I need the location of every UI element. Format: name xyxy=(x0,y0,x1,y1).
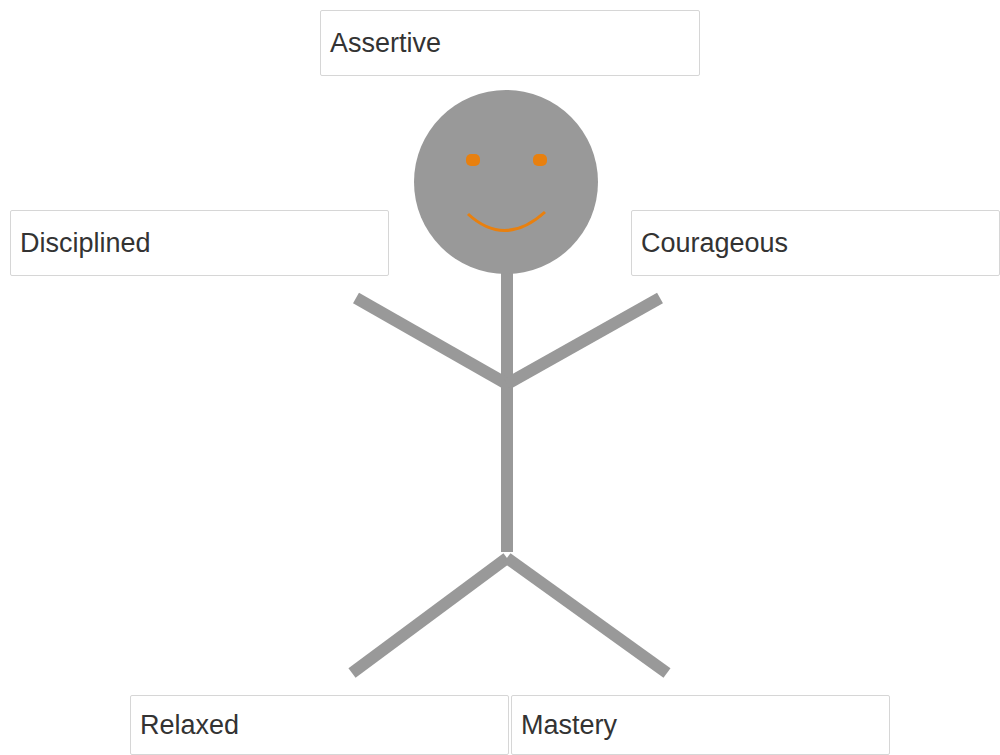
trait-box: Assertive xyxy=(320,10,700,76)
trait-box: Disciplined xyxy=(10,210,389,276)
figure-left-leg xyxy=(352,558,507,673)
trait-box: Relaxed xyxy=(130,695,509,755)
trait-label: Relaxed xyxy=(131,710,249,741)
figure-head xyxy=(414,90,598,274)
trait-label: Disciplined xyxy=(11,228,161,259)
trait-label: Assertive xyxy=(321,28,451,59)
figure-left-arm xyxy=(356,298,507,384)
figure-eye xyxy=(533,154,547,166)
trait-box: Mastery xyxy=(511,695,890,755)
figure-smile xyxy=(468,212,545,231)
trait-label: Mastery xyxy=(512,710,627,741)
figure-eye xyxy=(466,154,480,166)
figure-right-arm xyxy=(507,298,660,384)
trait-label: Courageous xyxy=(632,228,798,259)
figure-right-leg xyxy=(507,558,667,673)
trait-box: Courageous xyxy=(631,210,1000,276)
figure-body xyxy=(501,270,513,552)
